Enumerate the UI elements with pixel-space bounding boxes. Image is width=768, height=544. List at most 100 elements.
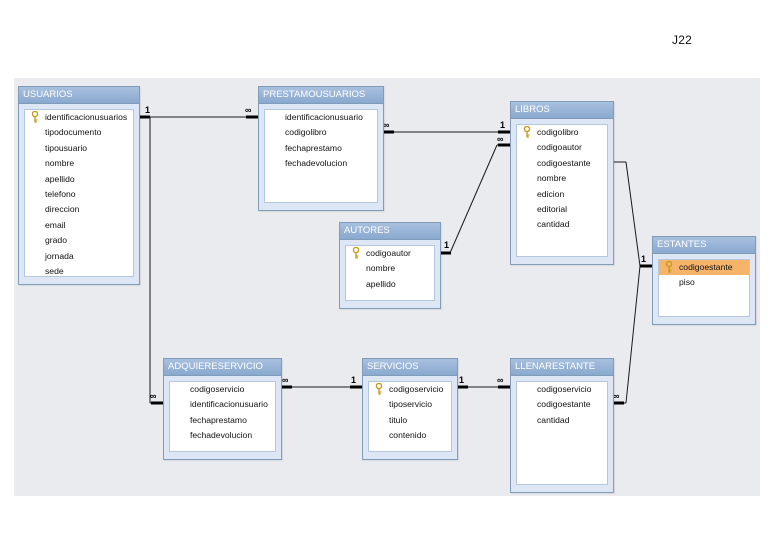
field-name: identificacionusuario [285, 112, 363, 122]
field-name: codigoservicio [389, 384, 444, 394]
field-row[interactable]: apellido [346, 277, 434, 292]
field-row[interactable]: codigoservicio [170, 382, 275, 397]
field-row[interactable]: identificacionusuario [265, 110, 377, 125]
table-autores[interactable]: AUTORES codigoautor nombre apellido [339, 222, 441, 309]
relationship-adquiereservicio-servicios[interactable]: ∞ 1 [280, 375, 362, 389]
field-row[interactable]: nombre [517, 171, 607, 186]
cardinality-label: ∞ [245, 105, 252, 115]
field-name: piso [679, 277, 695, 288]
field-name: codigoautor [537, 142, 582, 153]
field-row[interactable]: sede [25, 264, 133, 279]
field-name: fechadevolucion [285, 158, 348, 169]
field-name: identificacionusuarios [45, 112, 128, 122]
cardinality-label: ∞ [497, 134, 504, 144]
field-row[interactable]: telefono [25, 187, 133, 202]
field-name: tiposervicio [389, 399, 432, 410]
field-name: edicion [537, 188, 565, 199]
field-name: fechaprestamo [190, 414, 247, 425]
table-usuarios[interactable]: USUARIOS identificacionusuarios tipodocu… [18, 86, 140, 285]
field-name: codigolibro [285, 127, 327, 138]
table-libros[interactable]: LIBROS codigolibro codigoautor codigoest… [510, 101, 614, 265]
field-list: codigoservicio identificacionusuario fec… [169, 381, 276, 452]
cardinality-label: ∞ [282, 375, 289, 385]
field-row[interactable]: cantidad [517, 217, 607, 232]
table-title[interactable]: LIBROS [511, 102, 613, 119]
field-row[interactable]: codigoautor [346, 246, 434, 261]
field-name: codigoestante [537, 399, 591, 410]
field-row[interactable]: jornada [25, 249, 133, 264]
field-row[interactable]: fechaprestamo [170, 413, 275, 428]
field-row[interactable]: contenido [369, 428, 451, 443]
table-prestamousuarios[interactable]: PRESTAMOUSUARIOS identificacionusuario c… [258, 86, 384, 211]
field-name: codigoservicio [537, 384, 592, 394]
table-title[interactable]: ESTANTES [653, 237, 755, 254]
table-title[interactable]: PRESTAMOUSUARIOS [259, 87, 383, 104]
table-title[interactable]: AUTORES [340, 223, 440, 240]
table-title[interactable]: ADQUIERESERVICIO [164, 359, 281, 376]
field-row[interactable]: direccion [25, 202, 133, 217]
field-row[interactable]: fechaprestamo [265, 141, 377, 156]
field-name: cantidad [537, 219, 570, 230]
table-llenarestante[interactable]: LLENARESTANTE codigoservicio codigoestan… [510, 358, 614, 493]
field-row[interactable]: nombre [346, 261, 434, 276]
table-servicios[interactable]: SERVICIOS codigoservicio tiposervicio ti… [362, 358, 458, 460]
table-estantes[interactable]: ESTANTES codigoestante piso [652, 236, 756, 325]
field-name: sede [45, 265, 64, 276]
table-title[interactable]: LLENARESTANTE [511, 359, 613, 376]
field-row[interactable]: codigolibro [517, 125, 607, 140]
field-row[interactable]: fechadevolucion [170, 428, 275, 443]
field-name: cantidad [537, 414, 570, 425]
relationship-autores-libros[interactable]: 1 ∞ [439, 134, 510, 255]
field-row[interactable]: tipousuario [25, 141, 133, 156]
field-row[interactable]: titulo [369, 413, 451, 428]
field-row[interactable]: email [25, 218, 133, 233]
cardinality-label: 1 [351, 375, 356, 385]
field-row[interactable]: cantidad [517, 413, 607, 428]
relationship-llenarestante-estantes[interactable]: ∞ [612, 265, 641, 405]
relationship-usuarios-adquiereservicio[interactable]: ∞ [149, 117, 163, 405]
field-row[interactable]: piso [659, 275, 749, 290]
field-row[interactable]: codigoestante [517, 156, 607, 171]
field-name: codigoautor [366, 248, 411, 258]
field-name: telefono [45, 188, 76, 199]
relationship-libros-estantes[interactable]: 1 [610, 160, 653, 268]
field-row[interactable]: codigoservicio [517, 382, 607, 397]
field-name: contenido [389, 430, 427, 441]
field-list: identificacionusuario codigolibro fechap… [264, 109, 378, 203]
table-title[interactable]: USUARIOS [19, 87, 139, 104]
field-name: fechaprestamo [285, 142, 342, 153]
field-row[interactable]: codigolibro [265, 125, 377, 140]
field-row[interactable]: codigoestante [517, 397, 607, 412]
relationship-servicios-llenarestante[interactable]: 1 ∞ [456, 375, 510, 389]
field-name: jornada [45, 250, 74, 261]
field-name: tipodocumento [45, 127, 102, 138]
field-row[interactable]: codigoservicio [369, 382, 451, 397]
field-list: codigoautor nombre apellido [345, 245, 435, 301]
field-row[interactable]: editorial [517, 202, 607, 217]
field-row[interactable]: grado [25, 233, 133, 248]
key-icon [375, 383, 383, 395]
table-title[interactable]: SERVICIOS [363, 359, 457, 376]
relationship-usuarios-prestamousuarios[interactable]: 1 ∞ [138, 105, 258, 119]
relationship-prestamousuarios-libros[interactable]: ∞ 1 [382, 120, 510, 134]
field-row-selected[interactable]: codigoestante [659, 260, 749, 276]
field-row[interactable]: identificacionusuarios [25, 110, 133, 125]
field-row[interactable]: apellido [25, 172, 133, 187]
field-name: codigoestante [679, 262, 733, 272]
field-name: nombre [537, 173, 567, 184]
field-name: tipousuario [45, 142, 88, 153]
field-row[interactable]: fechadevolucion [265, 156, 377, 171]
cardinality-label: 1 [500, 120, 505, 130]
field-row[interactable]: nombre [25, 156, 133, 171]
field-name: email [45, 219, 66, 230]
field-row[interactable]: identificacionusuario [170, 397, 275, 412]
field-row[interactable]: codigoautor [517, 140, 607, 155]
field-list: identificacionusuarios tipodocumento tip… [24, 109, 134, 277]
field-row[interactable]: edicion [517, 187, 607, 202]
field-list: codigoservicio tiposervicio titulo conte… [368, 381, 452, 452]
field-row[interactable]: tipodocumento [25, 125, 133, 140]
table-adquiereservicio[interactable]: ADQUIERESERVICIO codigoservicio identifi… [163, 358, 282, 460]
field-row[interactable]: tiposervicio [369, 397, 451, 412]
field-name: identificacionusuario [190, 399, 268, 410]
